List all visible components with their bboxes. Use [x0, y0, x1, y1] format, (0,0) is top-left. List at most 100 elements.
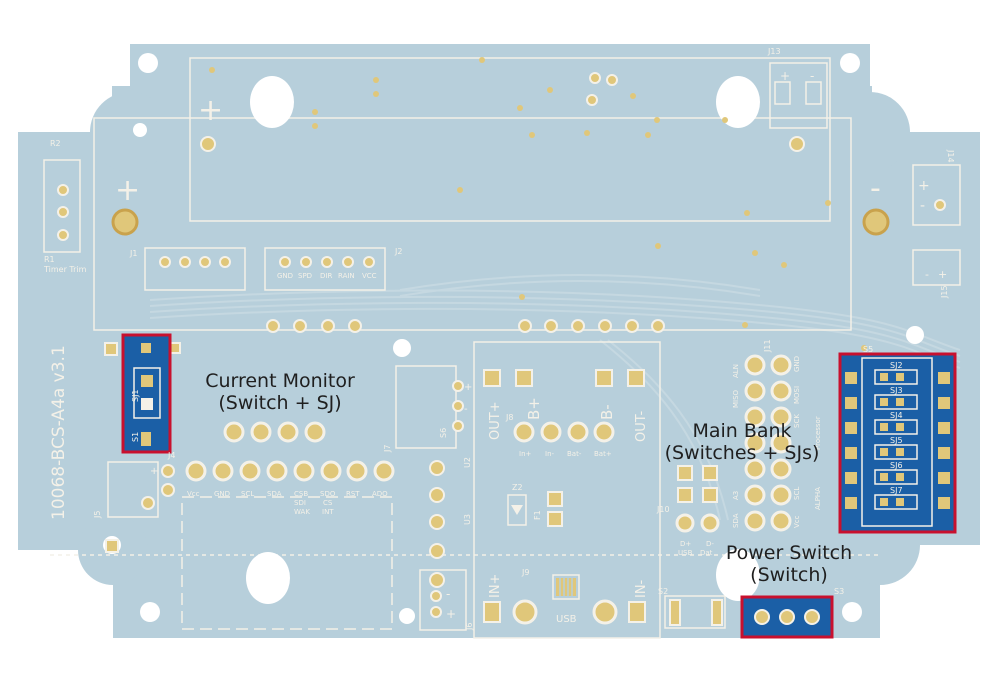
- current-monitor-subtitle: (Switch + SJ): [218, 392, 342, 414]
- ref-j8: J8: [505, 413, 513, 422]
- j4-label-scl: SCL: [241, 490, 254, 498]
- power-switch-title: Power Switch: [725, 542, 853, 564]
- j4-header-pins: [185, 460, 395, 482]
- j4-sublabel-cs: CS: [323, 499, 333, 507]
- board-version-label: 10068-BCS-A4a v3.1: [49, 345, 69, 520]
- usb-connector: [552, 574, 580, 600]
- ref-s3: S3: [834, 587, 844, 596]
- j11-label-sck: SCK: [793, 414, 801, 428]
- small-square-pads: [104, 342, 723, 626]
- current-monitor-title: Current Monitor: [205, 370, 355, 392]
- minus-symbol-right: -: [870, 171, 881, 206]
- silkscreen-outlines: [43, 57, 961, 639]
- ref-s5: S5: [863, 345, 873, 354]
- minus-symbol-j14: -: [920, 198, 925, 214]
- j8-label-in-plus: In+: [519, 450, 532, 458]
- j10-label-dat: Dat: [700, 549, 713, 557]
- j4-sublabel-int: INT: [322, 508, 334, 516]
- j10-label-dminus: D-: [706, 540, 714, 548]
- j11-label-alpha: ALPHA: [814, 487, 822, 510]
- ref-j4: J4: [167, 451, 175, 460]
- ref-sj3: SJ3: [890, 386, 903, 395]
- j10-pins: [675, 513, 720, 533]
- ref-sj2: SJ2: [890, 361, 903, 370]
- j10-label-dplus: D+: [680, 540, 691, 548]
- j4-sublabel-sdi: SDI: [294, 499, 306, 507]
- usb-label: USB: [556, 614, 577, 625]
- j11-label-vcc: Vcc: [793, 515, 801, 528]
- ref-f1: F1: [533, 510, 542, 520]
- j13-connector: [774, 81, 822, 105]
- power-switch-highlight: [740, 595, 834, 639]
- j8-big-label-b-plus: B+: [525, 397, 543, 420]
- ref-sj5: SJ5: [890, 436, 903, 445]
- j2-pins: [279, 256, 375, 268]
- copper-traces: [149, 274, 961, 521]
- minus-symbol-j15: -: [925, 268, 929, 281]
- j1-pins: [159, 256, 231, 268]
- misc-through-holes: [57, 72, 946, 618]
- ref-r2: R2: [50, 139, 61, 148]
- j11-label-processor: Processor: [814, 416, 822, 450]
- silkscreen-text: 10068-BCS-A4a v3.1 R2 R1 Timer Trim J1 J…: [43, 47, 955, 631]
- ref-sj7: SJ7: [890, 486, 903, 495]
- ref-sj1: SJ1: [131, 389, 140, 402]
- ref-z2: Z2: [512, 483, 523, 492]
- j4-sublabel-wak: WAK: [294, 508, 310, 516]
- j4-label-csb: CSB: [294, 490, 308, 498]
- j8-label-in-minus: In-: [545, 450, 555, 458]
- j4-label-vcc: Vcc: [187, 490, 200, 498]
- mounting-holes: [103, 53, 924, 624]
- plus-symbol-s6: +: [464, 382, 472, 393]
- j11-label-miso: MISO: [732, 389, 740, 408]
- ref-s6: S6: [439, 428, 448, 438]
- ref-s1: S1: [131, 432, 140, 442]
- j8-label-bat-plus: Bat+: [594, 450, 612, 458]
- ref-j9: J9: [521, 568, 529, 577]
- power-switch-subtitle: (Switch): [750, 564, 828, 586]
- main-bank-subtitle: (Switches + SJs): [664, 442, 820, 464]
- current-monitor-switch-highlight: [121, 333, 172, 454]
- ref-j5: J5: [93, 511, 102, 519]
- j11-label-sda: SDA: [732, 513, 740, 528]
- out-minus-label: OUT-: [634, 411, 649, 442]
- current-monitor-callout: Current Monitor (Switch + SJ): [190, 370, 370, 414]
- main-bank-switches-highlight: [838, 352, 957, 534]
- j4-label-gnd: GND: [214, 490, 230, 498]
- plus-symbol-j5: +: [150, 466, 158, 477]
- ref-u2: U2: [463, 457, 472, 468]
- plus-symbol-j14: +: [918, 178, 930, 194]
- ref-j11: J11: [763, 339, 772, 353]
- j10-label-usb: USB: [678, 549, 693, 557]
- j11-label-gnd: GND: [793, 356, 801, 372]
- j2-label-gnd: GND: [277, 272, 293, 280]
- j11-label-a3: A3: [732, 491, 740, 500]
- ref-j7: J7: [383, 445, 392, 453]
- j8-label-bat-minus: Bat-: [567, 450, 582, 458]
- j8-header-pins: [513, 421, 615, 443]
- ref-j14: J14: [946, 149, 955, 163]
- plus-symbol-left: +: [115, 173, 140, 208]
- ref-j10: J10: [656, 505, 670, 514]
- power-pads: [111, 136, 890, 625]
- ref-j13: J13: [767, 47, 781, 56]
- ref-j1: J1: [129, 249, 137, 258]
- minus-symbol-s6: -: [464, 404, 468, 415]
- j11-header-pins: [744, 354, 792, 532]
- main-bank-title: Main Bank: [692, 420, 792, 442]
- board-outline: [18, 44, 980, 638]
- plus-symbol-j6: +: [446, 607, 456, 621]
- j11-label-scl: SCL: [793, 487, 801, 500]
- main-bank-callout: Main Bank (Switches + SJs): [652, 420, 832, 464]
- in-minus-label: IN-: [634, 579, 649, 598]
- plus-symbol-j13: +: [780, 69, 790, 83]
- j4-label-sdo: SDO: [320, 490, 336, 498]
- ref-sj4: SJ4: [890, 411, 903, 420]
- current-monitor-header-pins: [223, 421, 326, 443]
- ref-sj6: SJ6: [890, 461, 903, 470]
- plus-symbol-j15: +: [938, 268, 947, 281]
- ref-u3: U3: [463, 514, 472, 525]
- ref-j15: J15: [940, 285, 949, 299]
